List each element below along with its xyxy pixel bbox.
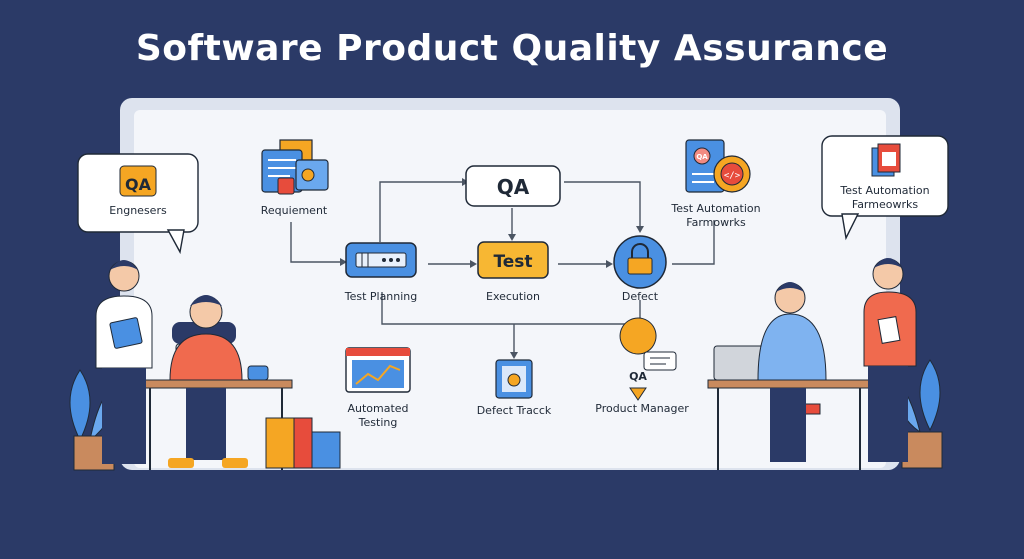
requirement-icon [261, 139, 329, 195]
test-planning-icon [345, 242, 417, 278]
qa-box-label: QA [497, 175, 530, 199]
defect-lock-icon [613, 235, 667, 289]
right-bubble-line2: Farmeowrks [852, 198, 918, 211]
arrow-requirement-to-planning [290, 222, 340, 263]
right-bubble-line1: Test Automation [839, 184, 929, 197]
left-bubble-badge-text: QA [125, 175, 152, 194]
requirement-label: Requiement [261, 204, 328, 217]
person-seated-right [757, 282, 827, 462]
arrow-planning-to-qa [379, 181, 462, 242]
arrow-defect-to-automation [672, 220, 715, 265]
automated-testing-label-line2: Testing [358, 416, 398, 429]
product-manager-badge-text: QA [629, 370, 647, 383]
defect-label: Defect [622, 290, 659, 303]
person-standing-left [95, 260, 153, 464]
test-box [477, 241, 549, 279]
loop-back-line [381, 292, 641, 325]
automated-testing-label-line1: Automated [347, 402, 408, 415]
flow-connectors [290, 181, 715, 352]
automation-label-line1: Test Automation [670, 202, 760, 215]
speech-bubble-right [821, 135, 949, 241]
person-standing-right [863, 258, 917, 462]
execution-label: Execution [486, 290, 540, 303]
desk-right [707, 345, 871, 470]
arrow-qa-to-defect [564, 181, 641, 226]
product-manager-label: Product Manager [595, 402, 689, 415]
svg-text:</>: </> [724, 171, 741, 181]
automation-doc-badge-text: QA [696, 153, 708, 161]
person-seated-left [168, 295, 248, 468]
test-planning-label: Test Planning [344, 290, 418, 303]
speech-bubble-left [77, 153, 199, 255]
automated-testing-monitor-icon [345, 347, 411, 393]
qa-box [465, 165, 561, 207]
defect-track-doc-icon [495, 359, 533, 399]
folders-lower-left [265, 417, 341, 469]
test-box-label: Test [493, 252, 532, 272]
left-bubble-text: Engnesers [109, 204, 167, 217]
automation-frameworks-icon: </> [685, 139, 751, 193]
whiteboard-surface [134, 110, 886, 468]
page-title: Software Product Quality Assurance [135, 28, 889, 69]
product-manager-badge-icon [619, 317, 677, 401]
automation-label-line2: Farmowrks [686, 216, 746, 229]
defect-track-label: Defect Tracck [477, 404, 552, 417]
